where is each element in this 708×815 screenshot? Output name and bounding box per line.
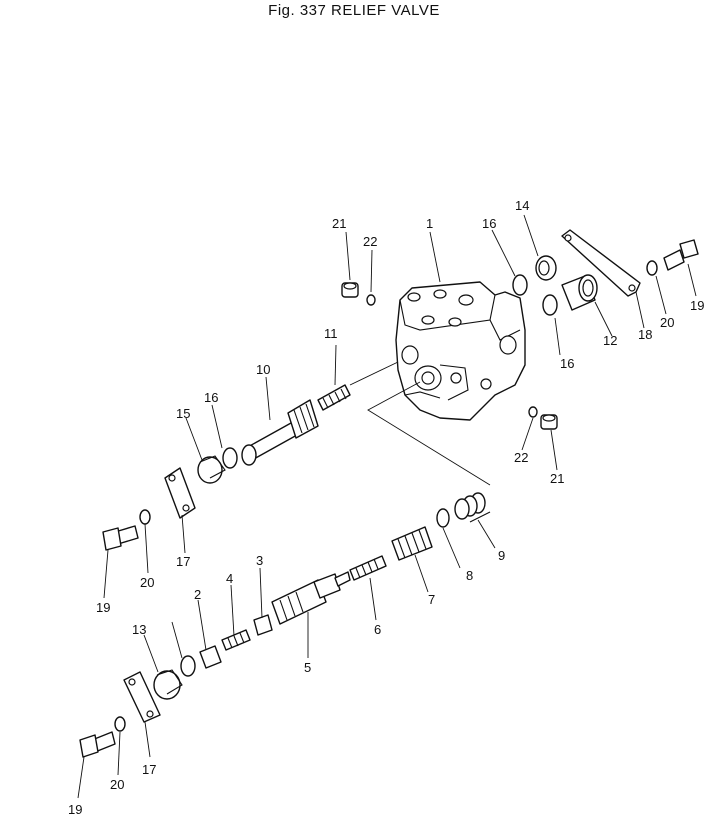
callout-22-top: 22: [363, 234, 377, 249]
callout-9: 9: [498, 548, 505, 563]
callout-16-top: 16: [482, 216, 496, 231]
spring-3: [253, 614, 273, 636]
callout-19-bottom: 19: [68, 802, 82, 815]
callout-22-right: 22: [514, 450, 528, 465]
washer-20-bottom: [114, 716, 126, 732]
callout-5: 5: [304, 660, 311, 675]
callout-10: 10: [256, 362, 270, 377]
callout-4: 4: [226, 571, 233, 586]
callout-15: 15: [176, 406, 190, 421]
spring-11: [317, 384, 351, 411]
o-ring-16-left: [222, 447, 238, 469]
plug-21-top: [341, 282, 359, 298]
valve-body: [395, 281, 526, 421]
callout-labels: 1 2 3 4 5 6 7 8 9 10 11 12 13 14 15 16 1…: [68, 198, 704, 815]
callout-20-mid: 20: [140, 575, 154, 590]
spring-7: [391, 526, 433, 561]
plug-15: [197, 455, 226, 484]
washer-20-mid: [139, 509, 151, 525]
part-9: [454, 492, 491, 523]
plate-17-mid: [164, 467, 196, 519]
callout-14: 14: [515, 198, 529, 213]
callout-16-left: 16: [204, 390, 218, 405]
callout-20-top-right: 20: [660, 315, 674, 330]
callout-21-right: 21: [550, 471, 564, 486]
plug-21-right: [540, 414, 558, 430]
callout-11: 11: [324, 326, 338, 341]
o-ring-22-top: [366, 294, 376, 306]
callout-21-top: 21: [332, 216, 346, 231]
plug-13: [153, 669, 183, 700]
callout-17-mid: 17: [176, 554, 190, 569]
callout-2: 2: [194, 587, 201, 602]
washer-8: [436, 508, 450, 528]
part-12-sleeve: [561, 274, 598, 311]
figure-title: Fig. 337 RELIEF VALVE: [268, 2, 440, 19]
callout-3: 3: [256, 553, 263, 568]
bolt-19-mid: [102, 525, 139, 551]
callout-8: 8: [466, 568, 473, 583]
o-ring-16-bottom: [180, 655, 196, 677]
bolt-19-top-right: [663, 239, 699, 271]
callout-16-right: 16: [560, 356, 574, 371]
leader-lines: [77, 214, 697, 799]
plate-17-bottom: [123, 671, 161, 723]
callout-13: 13: [132, 622, 146, 637]
spool-5: [271, 571, 351, 625]
callout-20-bottom: 20: [110, 777, 124, 792]
spring-6: [349, 555, 387, 581]
piston-10: [241, 399, 319, 466]
o-ring-16-top: [512, 274, 528, 296]
washer-20-top-right: [646, 260, 658, 276]
callout-19-mid: 19: [96, 600, 110, 615]
callout-17-bottom: 17: [142, 762, 156, 777]
callout-6: 6: [374, 622, 381, 637]
part-14-cap: [535, 255, 557, 281]
callout-18: 18: [638, 327, 652, 342]
part-2: [199, 645, 222, 669]
callout-19-top-right: 19: [690, 298, 704, 313]
callout-1: 1: [426, 216, 433, 231]
callout-12: 12: [603, 333, 617, 348]
callout-7: 7: [428, 592, 435, 607]
o-ring-16-right: [542, 294, 558, 316]
o-ring-22-right: [528, 406, 538, 418]
part-18-plate: [561, 229, 641, 297]
spring-4: [221, 629, 251, 651]
bolt-19-bottom: [79, 731, 116, 758]
